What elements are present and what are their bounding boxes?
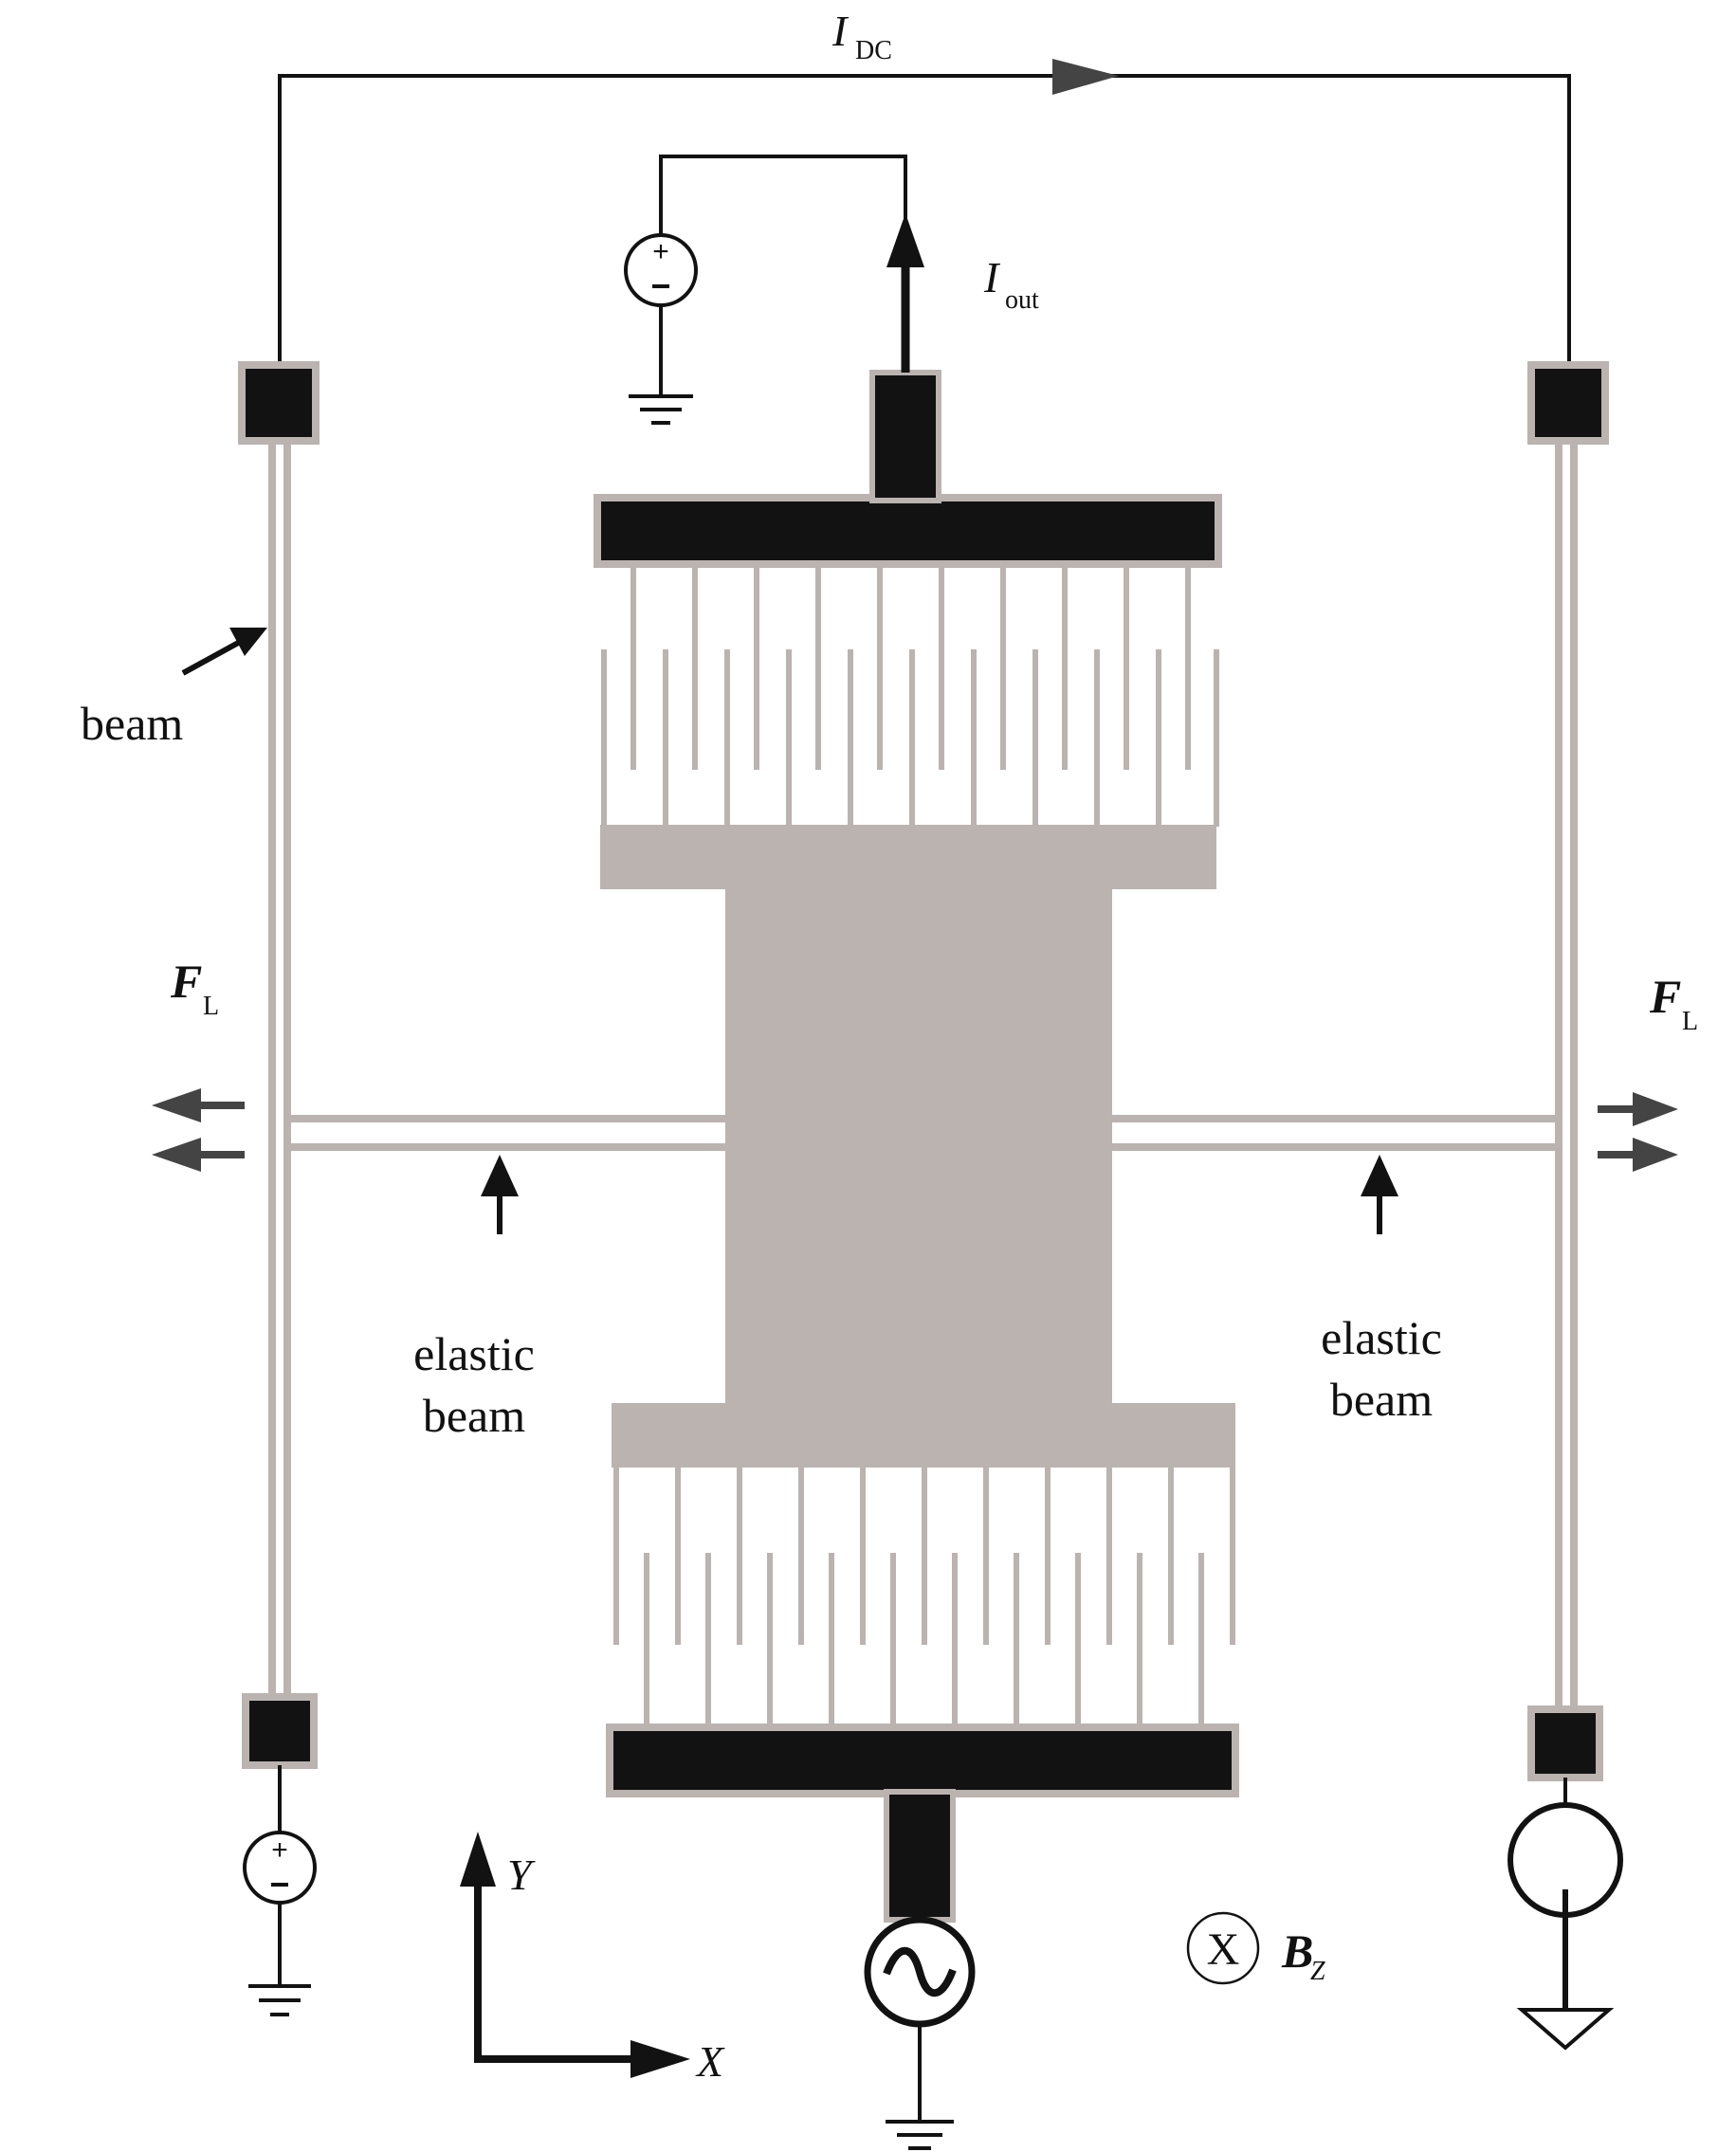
- fl-left-label-sub: L: [203, 992, 219, 1021]
- svg-text:X: X: [1207, 1924, 1240, 1975]
- current-source-icon: [1508, 1802, 1623, 2010]
- idc-label-sub: DC: [855, 36, 892, 65]
- fl-right-label-sub: L: [1682, 1007, 1698, 1036]
- ac-voltage-source-icon: [864, 1916, 976, 2028]
- svg-text:+: +: [652, 236, 669, 267]
- anchor-top-right: [1527, 361, 1609, 445]
- idc-label: I: [831, 7, 850, 55]
- top-moving-fingers: [601, 649, 1219, 827]
- left-beam: [268, 441, 291, 1697]
- top-electrode-stem: [869, 370, 941, 503]
- elastic-right-label-line1: elastic: [1321, 1311, 1442, 1364]
- b-field-label: B: [1281, 1924, 1313, 1978]
- elastic-beam-left: [287, 1115, 725, 1151]
- ground-icon: [629, 394, 693, 425]
- fl-left-label: F: [170, 955, 202, 1008]
- axis-y-label: Y: [507, 1851, 536, 1899]
- voltage-source-plus-minus-icon: +: [243, 1831, 317, 1905]
- voltage-source-plus-minus-icon: +: [624, 233, 698, 307]
- ground-icon: [248, 1984, 311, 2016]
- axis-x-label: X: [695, 2037, 725, 2086]
- svg-text:+: +: [271, 1834, 288, 1866]
- elastic-left-label-line2: beam: [423, 1389, 525, 1442]
- fl-right-label: F: [1649, 970, 1681, 1023]
- iout-wire: [659, 155, 910, 373]
- beam-pointer-arrow: [181, 628, 267, 676]
- elastic-beam-right: [1112, 1115, 1559, 1151]
- anchor-bottom-right: [1527, 1705, 1603, 1781]
- ground-icon: [886, 2120, 954, 2150]
- ground-icon: [1516, 2008, 1615, 2051]
- bottom-fixed-fingers: [644, 1553, 1204, 1730]
- field-into-page-icon: X: [1186, 1911, 1260, 1985]
- top-fixed-fingers: [630, 567, 1191, 770]
- idc-arrow-head: [1052, 59, 1119, 95]
- iout-label-sub: out: [1005, 285, 1039, 315]
- iout-arrow-head: [886, 213, 924, 267]
- bottom-electrode-stem: [884, 1789, 956, 1923]
- idc-wire: [278, 74, 1571, 377]
- b-field-label-sub: Z: [1310, 1957, 1325, 1986]
- anchor-bottom-left: [242, 1693, 318, 1769]
- force-arrows-left: [152, 1088, 245, 1172]
- elastic-right-label-line2: beam: [1330, 1373, 1433, 1426]
- anchor-top-left: [238, 361, 320, 445]
- elastic-left-label-line1: elastic: [413, 1327, 535, 1380]
- beam-label: beam: [81, 697, 183, 750]
- bottom-moving-fingers: [613, 1466, 1235, 1645]
- iout-label: I: [983, 253, 1001, 301]
- elastic-pointer-right: [1361, 1155, 1398, 1234]
- elastic-pointer-left: [481, 1155, 519, 1234]
- bottom-electrode-bar: [606, 1723, 1239, 1797]
- right-beam: [1555, 441, 1578, 1709]
- coordinate-axes: [460, 1832, 690, 2078]
- top-electrode-bar: [594, 494, 1222, 568]
- force-arrows-right: [1598, 1092, 1678, 1172]
- proof-mass: [600, 825, 1235, 1468]
